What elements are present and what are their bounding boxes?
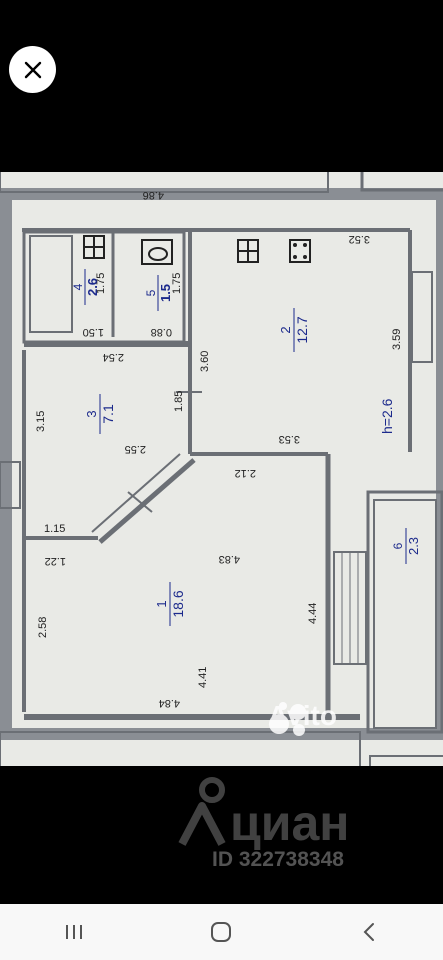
dim-room1-bottom: 4.84 — [159, 697, 180, 709]
room-6-area: 2.3 — [406, 537, 421, 555]
dim-room1-inner: 4.41 — [197, 667, 209, 688]
room-3-number: 3 — [84, 410, 99, 417]
cian-logo-icon — [178, 777, 226, 846]
cian-text: циан — [230, 795, 350, 851]
room-4-area: 2.6 — [85, 278, 100, 296]
dim-room1-mid: 4.83 — [219, 553, 240, 565]
dim-room2-width-bottom: 3.53 — [279, 433, 300, 445]
dim-room1-door: 1.15 — [44, 523, 65, 535]
dim-top: 4.86 — [143, 189, 164, 201]
dim-room2-height: 3.59 — [391, 329, 403, 350]
back-icon — [363, 923, 375, 941]
home-icon — [211, 922, 232, 942]
dim-room1-right: 4.44 — [307, 603, 319, 624]
room-2-area: 12.7 — [294, 316, 310, 343]
room-5-area: 1.5 — [158, 284, 173, 302]
recent-apps-icon — [65, 925, 82, 939]
floor-plan-image[interactable]: 4.86 3.52 3.59 3.60 3.53 1.75 1.75 1.50 … — [0, 172, 443, 766]
recent-apps-button[interactable] — [44, 912, 104, 952]
room-2-number: 2 — [278, 326, 293, 333]
dim-room3-diag: 2.55 — [125, 443, 146, 455]
avito-watermark: Avito — [266, 700, 337, 736]
avito-logo-icon — [269, 702, 306, 736]
dim-room3-mid: 1.85 — [173, 391, 185, 412]
dim-corridor-width: 2.54 — [103, 351, 124, 363]
room-1-number: 1 — [154, 600, 169, 607]
back-button[interactable] — [339, 912, 399, 952]
room-4-number: 4 — [71, 283, 85, 290]
dim-room1-left-top: 1.22 — [45, 555, 66, 567]
navigation-bar — [0, 904, 443, 960]
ceiling-height: h=2.6 — [379, 398, 395, 434]
dim-room1-left: 2.58 — [37, 617, 49, 638]
close-button[interactable] — [9, 46, 56, 93]
room-5-number: 5 — [144, 289, 158, 296]
cian-watermark: циан — [178, 776, 349, 848]
room-6-number: 6 — [391, 542, 405, 549]
dim-bath-height: 1.75 — [95, 273, 107, 294]
floor-plan-drawing: 4.86 3.52 3.59 3.60 3.53 1.75 1.75 1.50 … — [0, 172, 443, 766]
close-icon — [24, 61, 41, 78]
listing-id: ID 322738348 — [212, 848, 344, 871]
home-button[interactable] — [191, 912, 251, 952]
dim-room2-width-top: 3.52 — [349, 233, 370, 245]
room-1-area: 18.6 — [170, 590, 186, 617]
dim-bath-width: 1.50 — [83, 326, 104, 338]
dim-wall-height: 3.60 — [199, 351, 211, 372]
dim-room3-height: 3.15 — [35, 411, 47, 432]
dim-toilet-height: 1.75 — [171, 273, 183, 294]
dim-room1-top-right: 2.12 — [235, 467, 256, 479]
room-3-area: 7.1 — [100, 404, 116, 424]
dim-toilet-width: 0.88 — [151, 326, 172, 338]
